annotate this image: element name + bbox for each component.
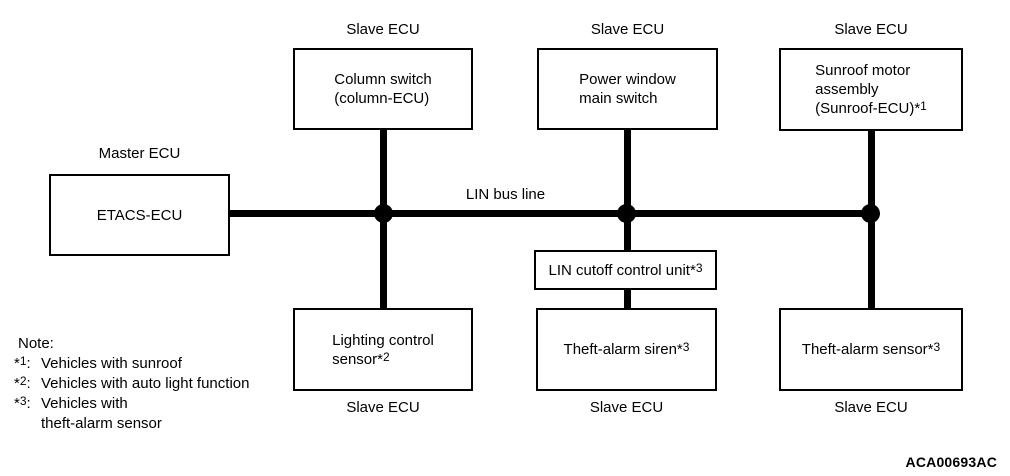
node-box-sunroof-motor: Sunroof motor assembly (Sunroof-ECU)*1 (779, 48, 963, 131)
lin-bus-line (230, 210, 872, 217)
sunroof-line3: (Sunroof-ECU)*1 (815, 99, 927, 117)
node-box-lighting-sensor: Lighting control sensor*2 (293, 308, 473, 391)
node-box-lin-cutoff: LIN cutoff control unit*3 (534, 250, 717, 290)
note-item: *3: Vehicles with (14, 394, 249, 414)
role-label-sunroof-motor: Slave ECU (834, 21, 908, 38)
lin-cutoff-label: LIN cutoff control unit*3 (548, 260, 703, 279)
note-marker: *3: (14, 394, 31, 412)
power-window-line2: main switch (579, 90, 658, 107)
node-box-power-window: Power window main switch (537, 48, 718, 130)
role-label-master-ecu: Master ECU (98, 145, 181, 162)
note-title: Note: (18, 335, 54, 352)
note-marker: *1: (14, 354, 31, 372)
figure-code: ACA00693AC (905, 454, 997, 470)
note-text: Vehicles with (41, 395, 128, 412)
node-box-column-switch: Column switch (column-ECU) (293, 48, 473, 130)
role-label-power-window: Slave ECU (590, 21, 665, 38)
note-block: Note: *1: Vehicles with sunroof *2: Vehi… (14, 334, 249, 434)
footnote-ref-3: 3 (695, 260, 703, 275)
note-text: Vehicles with sunroof (41, 355, 182, 372)
role-label-theft-siren: Slave ECU (589, 399, 664, 416)
node-box-etacs-ecu: ETACS-ECU (49, 174, 230, 256)
node-box-theft-sensor: Theft-alarm sensor*3 (779, 308, 963, 391)
power-window-line1: Power window (579, 71, 676, 88)
lighting-line1: Lighting control (332, 331, 434, 349)
theft-sensor-label: Theft-alarm sensor*3 (801, 340, 941, 358)
column-switch-line1: Column switch (334, 71, 432, 88)
footnote-ref-3: 3 (682, 340, 690, 354)
note-item: *2: Vehicles with auto light function (14, 374, 249, 394)
footnote-ref-3: 3 (933, 340, 941, 354)
lin-bus-line-label: LIN bus line (465, 186, 546, 203)
note-item: *1: Vehicles with sunroof (14, 354, 249, 374)
note-text-continuation: theft-alarm sensor (41, 415, 162, 432)
node-box-theft-siren: Theft-alarm siren*3 (536, 308, 717, 391)
sunroof-line1: Sunroof motor (815, 62, 911, 79)
sunroof-line2: assembly (815, 81, 879, 98)
bus-junction-dot-middle (617, 204, 636, 223)
note-text: Vehicles with auto light function (41, 375, 250, 392)
bus-junction-dot-right (861, 204, 880, 223)
role-label-column-switch: Slave ECU (346, 21, 420, 38)
theft-siren-label: Theft-alarm siren*3 (563, 340, 690, 358)
etacs-label: ETACS-ECU (96, 206, 183, 224)
column-switch-line2: (column-ECU) (334, 90, 430, 107)
footnote-ref-1: 1 (920, 99, 927, 113)
lighting-line2: sensor*2 (332, 349, 390, 368)
bus-junction-dot-left (374, 204, 393, 223)
role-label-lighting-sensor: Slave ECU (346, 399, 420, 416)
role-label-theft-sensor: Slave ECU (834, 399, 908, 416)
note-marker: *2: (14, 374, 31, 392)
footnote-ref-2: 2 (382, 349, 390, 364)
